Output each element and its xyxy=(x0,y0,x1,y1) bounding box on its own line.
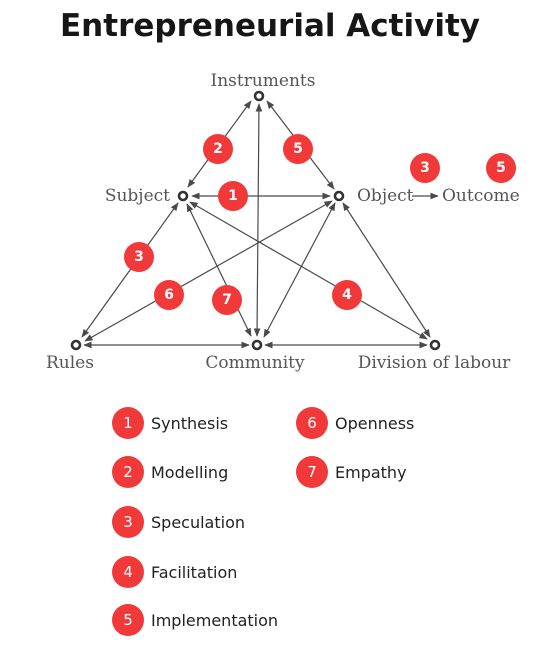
legend-number: 4 xyxy=(112,556,144,588)
badge-subject-rules: 3 xyxy=(124,242,154,272)
node-division xyxy=(429,339,441,351)
legend-number: 2 xyxy=(112,456,144,488)
link-object-division xyxy=(342,202,431,338)
label-rules: Rules xyxy=(46,353,94,373)
legend-label: Speculation xyxy=(151,512,245,532)
svg-text:5: 5 xyxy=(293,141,303,157)
legend-item-facilitation: 4 Facilitation xyxy=(112,556,237,588)
legend-item-empathy: 7 Empathy xyxy=(296,456,407,488)
badge-object-outcome-a: 3 xyxy=(410,153,440,183)
svg-text:6: 6 xyxy=(164,287,174,303)
legend-label: Implementation xyxy=(151,610,279,630)
svg-text:3: 3 xyxy=(134,249,144,265)
legend-number: 3 xyxy=(112,506,144,538)
label-community: Community xyxy=(205,353,305,373)
legend-label: Synthesis xyxy=(151,413,229,433)
legend-label: Modelling xyxy=(151,462,229,482)
label-object: Object xyxy=(357,186,414,206)
legend-number: 7 xyxy=(296,456,328,488)
node-rules xyxy=(70,339,82,351)
legend-item-modelling: 2 Modelling xyxy=(112,456,228,488)
badge-instruments-subject: 2 xyxy=(203,134,233,164)
node-subject xyxy=(177,190,189,202)
label-instruments: Instruments xyxy=(211,71,316,91)
svg-text:1: 1 xyxy=(228,188,238,204)
link-instruments-community xyxy=(253,103,263,337)
label-outcome: Outcome xyxy=(442,186,520,206)
legend-item-synthesis: 1 Synthesis xyxy=(112,407,228,439)
legend-item-implementation: 5 Implementation xyxy=(112,604,278,636)
badge-instruments-object: 5 xyxy=(283,134,313,164)
link-subject-community xyxy=(186,203,252,337)
badge-subject-community: 7 xyxy=(212,285,242,315)
link-object-community xyxy=(263,202,336,338)
legend-item-openness: 6 Openness xyxy=(296,407,414,439)
link-subject-division xyxy=(189,201,428,340)
svg-text:4: 4 xyxy=(342,287,352,303)
badge-object-outcome-b: 5 xyxy=(486,153,516,183)
link-subject-rules xyxy=(81,202,179,338)
svg-text:5: 5 xyxy=(496,160,506,176)
node-object xyxy=(333,190,345,202)
label-division: Division of labour xyxy=(358,353,511,373)
legend-number: 5 xyxy=(112,604,144,636)
activity-system-diagram: Instruments Subject Object Outcome Rules… xyxy=(46,71,520,373)
node-community xyxy=(251,339,263,351)
page-title: Entrepreneurial Activity xyxy=(60,8,480,44)
badge-subject-division: 4 xyxy=(332,280,362,310)
node-instruments xyxy=(253,90,265,102)
legend-number: 6 xyxy=(296,407,328,439)
legend-item-speculation: 3 Speculation xyxy=(112,506,245,538)
legend-label: Openness xyxy=(335,413,415,433)
svg-text:7: 7 xyxy=(222,292,232,308)
badge-object-rules: 6 xyxy=(154,280,184,310)
svg-text:2: 2 xyxy=(213,141,223,157)
badge-subject-object: 1 xyxy=(218,181,248,211)
svg-text:3: 3 xyxy=(420,160,430,176)
legend-label: Empathy xyxy=(335,462,407,482)
legend-number: 1 xyxy=(112,407,144,439)
legend-label: Facilitation xyxy=(151,562,238,582)
label-subject: Subject xyxy=(105,186,170,206)
link-object-rules xyxy=(84,200,333,342)
